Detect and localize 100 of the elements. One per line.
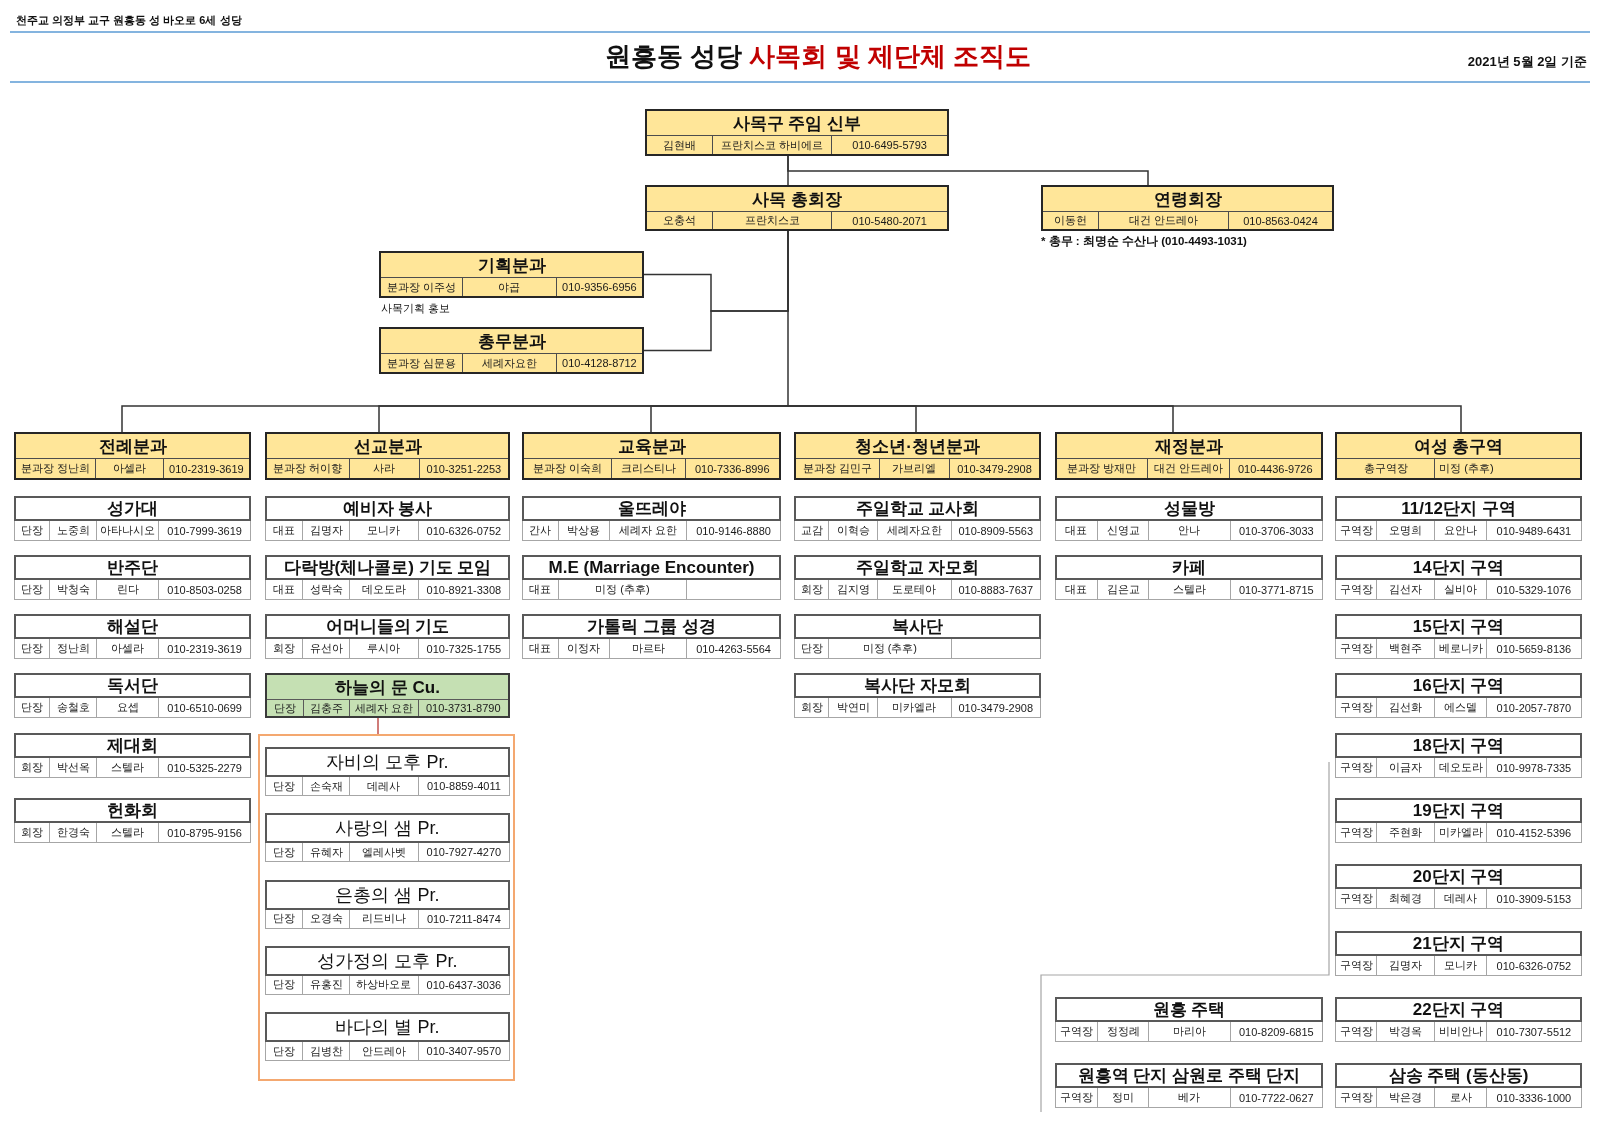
member-name: 박경옥 <box>1376 1022 1435 1041</box>
unit-title: 주일학교 자모회 <box>794 555 1041 580</box>
member-name: 오충석 <box>662 213 698 228</box>
baptismal-name: 안나 <box>1148 521 1230 540</box>
baptismal-name: 스텔라 <box>96 823 159 842</box>
unit-title: 복사단 자모회 <box>794 673 1041 698</box>
role-title: 대표 <box>272 582 297 597</box>
role-title: 단장 <box>20 582 45 597</box>
group-box <box>265 813 510 863</box>
role-title: 구역장 <box>1338 700 1374 715</box>
role-title: 대표 <box>528 641 553 656</box>
group-box <box>1055 997 1323 1042</box>
phone-number: 010-8795-9156 <box>158 823 250 842</box>
phone-number: 010-2319-3619 <box>162 459 249 478</box>
member-name: 김선화 <box>1376 698 1435 717</box>
phone-number: 010-8921-3308 <box>417 580 509 599</box>
baptismal-name: 에스델 <box>1434 698 1486 717</box>
unit-title: M.E (Marriage Encounter) <box>522 555 781 580</box>
phone-number: 010-5325-2279 <box>158 758 250 777</box>
phone-number: 010-7336-8996 <box>684 459 779 478</box>
phone-number: 010-6326-0752 <box>1485 956 1581 975</box>
group-box <box>1335 496 1582 541</box>
phone-number: 010-7211-8474 <box>417 909 509 928</box>
phone-number: 010-2319-3619 <box>158 639 250 658</box>
group-box <box>522 614 781 659</box>
unit-title: 재정분과 <box>1154 435 1224 458</box>
unit-title: 어머니들의 기도 <box>265 614 510 639</box>
baptismal-name: 로사 <box>1434 1088 1486 1107</box>
phone-number: 010-9146-8880 <box>686 521 780 540</box>
head-name: 분과장 방재만 <box>1066 461 1138 476</box>
baptismal-name: 데레사 <box>348 777 418 795</box>
role-title: 구역장 <box>1058 1090 1094 1105</box>
page-title: 원흥동 성당 사목회 및 제단체 조직도 <box>604 40 1032 72</box>
baptismal-name: 세례자 요한 <box>609 521 687 540</box>
phone-number: 010-9356-6956 <box>555 278 642 296</box>
connector-line <box>787 405 1462 433</box>
unit-title: 11/12단지 구역 <box>1335 496 1582 521</box>
baptismal-name: 도로테아 <box>877 580 951 599</box>
baptismal-name: 미카엘라 <box>877 698 951 717</box>
role-title: 단장 <box>20 641 45 656</box>
member-name: 유혜자 <box>302 843 349 862</box>
unit-title: 제대회 <box>14 733 251 758</box>
unit-title: 18단지 구역 <box>1335 733 1582 758</box>
member-name: 김지영 <box>828 580 878 599</box>
group-box <box>14 673 251 718</box>
baptismal-name: 스텔라 <box>1148 580 1230 599</box>
group-box <box>1055 555 1323 600</box>
baptismal-name: 엘레사벳 <box>348 843 418 862</box>
phone-number: 010-4436-9726 <box>1228 459 1321 478</box>
department-box <box>522 432 781 480</box>
header-text: 천주교 의정부 교구 원흥동 성 바오로 6세 성당 <box>16 13 242 28</box>
group-box <box>1335 733 1582 778</box>
department-box <box>14 432 251 480</box>
unit-title: 성가대 <box>14 496 251 521</box>
baptismal-name: 마리아 <box>1148 1022 1230 1041</box>
baptismal-name: 실비아 <box>1434 580 1486 599</box>
member-name: 손숙재 <box>302 777 349 795</box>
member-name: 오경숙 <box>302 909 349 928</box>
baptismal-name: 린다 <box>96 580 159 599</box>
unit-title: 독서단 <box>14 673 251 698</box>
group-box <box>14 798 251 843</box>
role-title: 총구역장 <box>1362 461 1409 476</box>
role-title: 회장 <box>272 641 297 656</box>
phone-number: 010-5659-8136 <box>1485 639 1581 658</box>
head-name: 분과장 정난희 <box>20 461 92 476</box>
unit-title: 원흥역 단지 삼원로 주택 단지 <box>1055 1063 1323 1088</box>
member-name: 성락숙 <box>302 580 349 599</box>
unit-title: 성물방 <box>1055 496 1323 521</box>
member-name: 한경숙 <box>49 823 97 842</box>
unit-title: 가톨릭 그룹 성경 <box>522 614 781 639</box>
member-name: 박상용 <box>557 521 610 540</box>
group-box <box>14 555 251 600</box>
member-name: 정정례 <box>1096 1022 1149 1041</box>
unit-title: 22단지 구역 <box>1335 997 1582 1022</box>
note-text: 사목기획 홍보 <box>381 301 451 316</box>
role-title: 회장 <box>799 700 824 715</box>
unit-title: 사목 총회장 <box>751 188 843 211</box>
connector-line <box>650 405 789 433</box>
date-text: 2021년 5월 2일 기준 <box>1467 53 1587 70</box>
officer-box <box>1041 185 1334 231</box>
member-name: 노중희 <box>49 521 97 540</box>
role-title: 구역장 <box>1338 1090 1374 1105</box>
phone-number: 010-4263-5564 <box>686 639 780 658</box>
baptismal-name: 데레사 <box>1434 889 1486 908</box>
unit-title: 주일학교 교사회 <box>794 496 1041 521</box>
baptismal-name: 세례자요한 <box>461 354 556 372</box>
role-title: 교감 <box>799 523 824 538</box>
unit-title: 원흥 주택 <box>1055 997 1323 1022</box>
group-box <box>14 733 251 778</box>
role-title: 간사 <box>528 523 553 538</box>
role-title: 구역장 <box>1058 1024 1094 1039</box>
member-name: 이혁승 <box>828 521 878 540</box>
unit-title: 16단지 구역 <box>1335 673 1582 698</box>
baptismal-name: 세례자요한 <box>877 521 951 540</box>
baptismal-name: 모니카 <box>348 521 418 540</box>
group-box <box>794 673 1041 718</box>
baptismal-name: 크리스티나 <box>610 459 685 478</box>
phone-number: 010-6437-3036 <box>417 975 509 994</box>
role-title: 단장 <box>272 844 297 860</box>
role-title: 구역장 <box>1338 641 1374 656</box>
